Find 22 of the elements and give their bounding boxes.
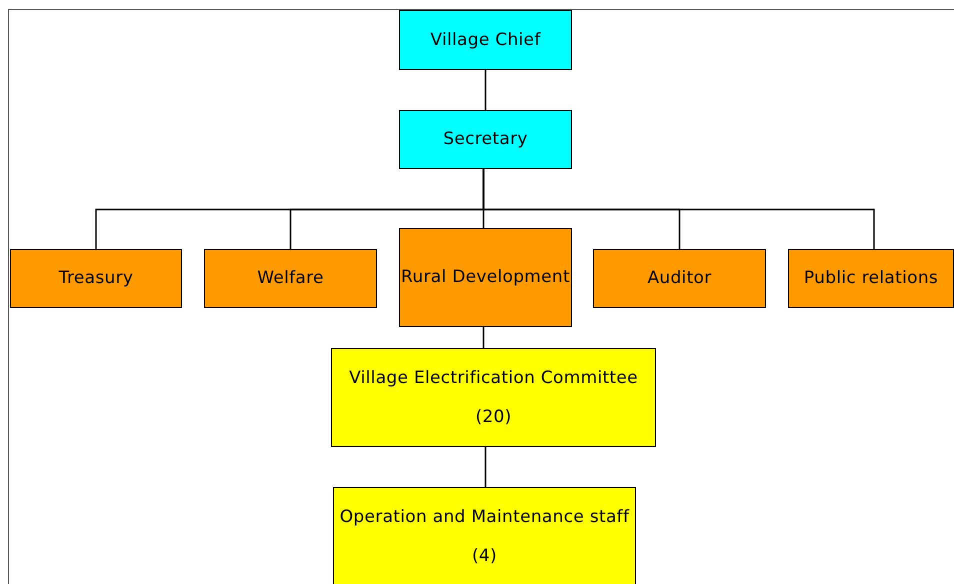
org-box: [331, 348, 656, 447]
connector-line: [484, 70, 486, 110]
org-box: [333, 487, 636, 584]
box-label: Village Electrification Committee (20): [348, 366, 639, 428]
connector-line: [484, 447, 486, 487]
org-box: [10, 249, 182, 308]
box-label: Treasury: [58, 267, 134, 290]
org-box: [399, 110, 572, 169]
org-box: [593, 249, 766, 308]
connector-line: [482, 169, 875, 249]
box-label: Secretary: [443, 128, 528, 151]
org-box: [399, 228, 572, 327]
box-label: Public relations: [804, 267, 938, 290]
connector-line: [482, 327, 484, 348]
box-label: Auditor: [647, 267, 712, 290]
box-label: Village Chief: [430, 28, 541, 52]
org-box: [788, 249, 954, 308]
org-box: [399, 10, 572, 70]
box-label: Welfare: [257, 267, 324, 290]
org-box: [204, 249, 377, 308]
box-label: Rural Development: [401, 266, 570, 289]
box-label: Operation and Maintenance staff (4): [338, 506, 630, 568]
